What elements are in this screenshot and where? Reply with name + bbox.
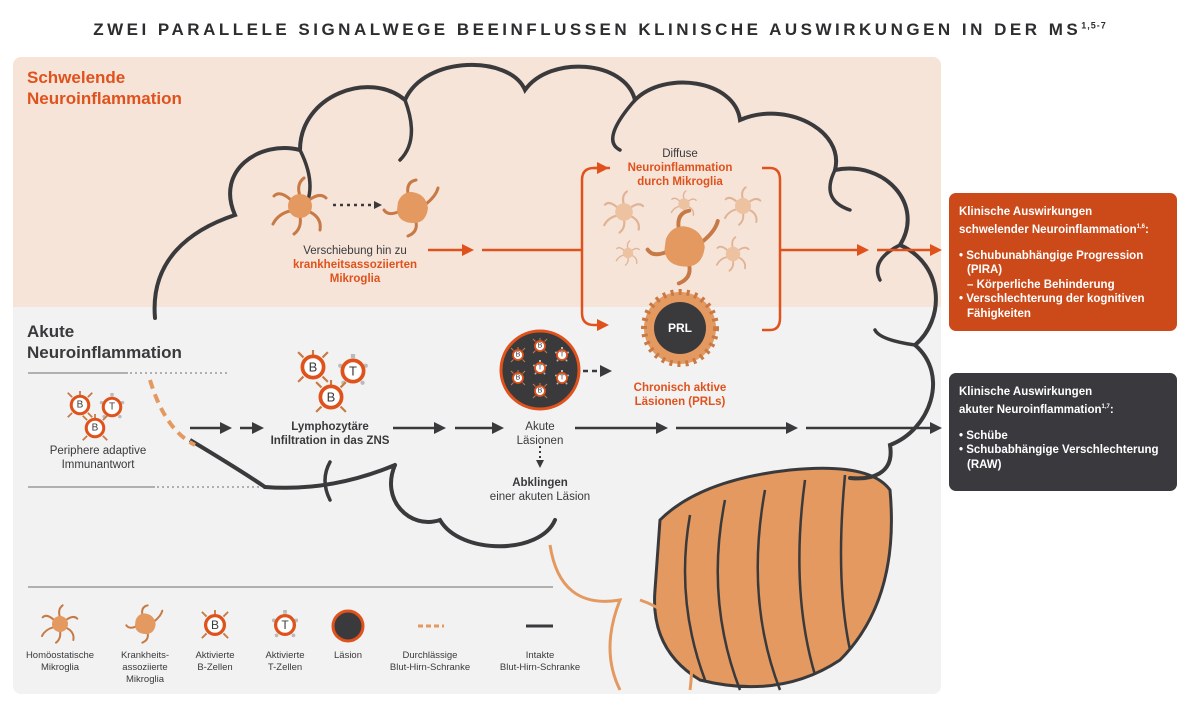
- cell-letter: T: [560, 375, 565, 382]
- cell-letter: T: [281, 618, 289, 632]
- card-item: • Schübe: [959, 429, 1008, 442]
- diffuse-microglia-icon: [645, 208, 720, 286]
- card-item: • Verschlechterung der kognitiven Fähigk…: [959, 293, 1145, 320]
- title-text: ZWEI PARALLELE SIGNALWEGE BEEINFLUSSEN K…: [93, 20, 1082, 39]
- cell-letter: B: [92, 423, 99, 434]
- section-lines: [28, 372, 553, 588]
- homeostatic-microglia-icon: [271, 176, 328, 236]
- card-item: • Schubunabhängige Progression (PIRA): [959, 249, 1144, 277]
- acute-lesion-icon: [499, 329, 581, 411]
- cell-letter: T: [560, 352, 565, 359]
- cell-letter: B: [309, 360, 318, 375]
- card-acute-effects: Klinische Auswirkungen akuter Neuroinfla…: [949, 373, 1177, 491]
- card-title: schwelender Neuroinflammation1,6:: [959, 223, 1149, 236]
- card-title: Klinische Auswirkungen: [959, 386, 1093, 398]
- page-title: ZWEI PARALLELE SIGNALWEGE BEEINFLUSSEN K…: [0, 20, 1200, 40]
- prl-icon: [641, 289, 719, 367]
- card-title: akuter Neuroinflammation1,7:: [959, 403, 1114, 416]
- prl-badge: PRL: [668, 321, 692, 335]
- cell-letter: B: [327, 390, 336, 405]
- legend-lesion: Läsion: [334, 650, 362, 661]
- permeable-bbb-line: [148, 379, 196, 447]
- cell-letter: B: [538, 388, 543, 395]
- orange-arrows: [428, 162, 942, 332]
- intact-bbb-line: [188, 438, 267, 489]
- cerebellum: [653, 466, 893, 691]
- cell-letter: B: [77, 400, 84, 411]
- card-smoldering-effects: Klinische Auswirkungen schwelender Neuro…: [949, 193, 1177, 331]
- cell-letter: B: [538, 343, 543, 350]
- cell-letter: T: [349, 364, 357, 379]
- cell-letter: B: [516, 352, 521, 359]
- cell-letter: B: [516, 375, 521, 382]
- card-item: • Schubabhängige Verschlechterung (RAW): [959, 444, 1159, 471]
- cell-letter: T: [538, 365, 543, 372]
- title-refs: 1,5-7: [1081, 20, 1107, 31]
- disease-microglia-icon: [382, 178, 440, 238]
- brainstem: [548, 544, 693, 691]
- card-item: – Körperliche Behinderung: [967, 278, 1115, 291]
- cell-letter: B: [211, 618, 219, 632]
- legend-icons: [41, 604, 553, 644]
- card-title: Klinische Auswirkungen: [959, 206, 1093, 218]
- cell-letter: T: [109, 402, 115, 413]
